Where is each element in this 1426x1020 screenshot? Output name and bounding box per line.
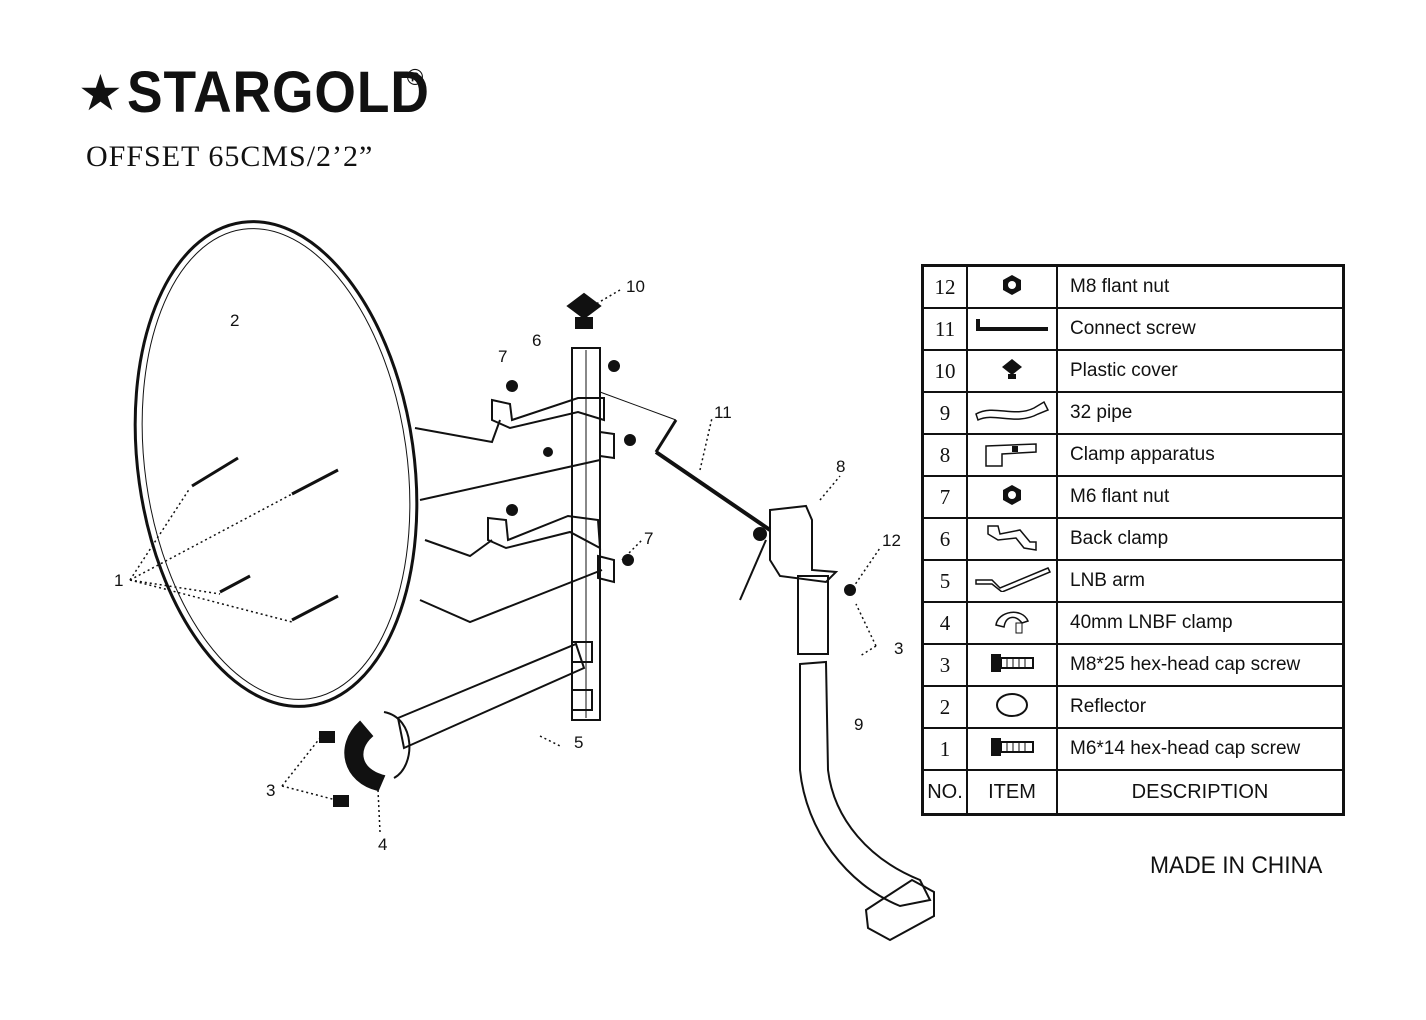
clamp-apparatus-icon <box>966 433 1058 477</box>
table-row: 7 M6 flant nut <box>921 475 1345 519</box>
part-number: 2 <box>921 685 968 729</box>
table-row: 10 Plastic cover <box>921 349 1345 393</box>
part-description: M8 flant nut <box>1056 264 1345 309</box>
callout-7b: 7 <box>644 529 653 548</box>
part-number: 6 <box>921 517 968 561</box>
table-row: 11 Connect screw <box>921 307 1345 351</box>
part-number: 8 <box>921 433 968 477</box>
brand-logo: ★ STARGOLD ® <box>78 64 456 122</box>
lnb-arm-icon <box>966 559 1058 603</box>
reflector-icon <box>966 685 1058 729</box>
part-number: 11 <box>921 307 968 351</box>
header-no: NO. <box>921 769 968 816</box>
part-number: 10 <box>921 349 968 393</box>
part-number: 9 <box>921 391 968 435</box>
table-row: 6 Back clamp <box>921 517 1345 561</box>
part-number: 1 <box>921 727 968 771</box>
callout-2: 2 <box>230 311 239 330</box>
back-clamp-lower <box>487 514 602 550</box>
part-number: 7 <box>921 475 968 519</box>
callout-11: 11 <box>714 403 732 422</box>
lnbf-clamp <box>344 720 386 792</box>
parts-table: 12 M8 flant nut 11 Connect screw 10 Plastic c… <box>921 264 1345 816</box>
callout-5: 5 <box>574 733 583 752</box>
hex-nut-icon <box>966 475 1058 519</box>
part-number: 4 <box>921 601 968 645</box>
reflector-screws <box>191 456 339 622</box>
made-in-label: MADE IN CHINA <box>1150 852 1323 879</box>
cap-screw-icon <box>966 727 1058 771</box>
lnb-arm <box>396 642 586 750</box>
connect-screw <box>654 450 772 532</box>
support-pipe <box>799 660 932 908</box>
callout-labels: 1 2 3 3 4 5 6 7 7 8 9 10 11 12 <box>114 277 903 854</box>
part-description: 40mm LNBF clamp <box>1056 601 1345 645</box>
part-description: 32 pipe <box>1056 391 1345 435</box>
brand-name: STARGOLD <box>126 60 430 125</box>
back-clamp-upper <box>491 397 605 430</box>
part-description: Connect screw <box>1056 307 1345 351</box>
part-description: Plastic cover <box>1056 349 1345 393</box>
table-row: 2 Reflector <box>921 685 1345 729</box>
part-number: 3 <box>921 643 968 687</box>
callout-6: 6 <box>532 331 541 350</box>
part-description: LNB arm <box>1056 559 1345 603</box>
table-row: 8 Clamp apparatus <box>921 433 1345 477</box>
lnbf-clamp-icon <box>966 601 1058 645</box>
table-row: 12 M8 flant nut <box>921 264 1345 309</box>
reflector-dish <box>133 220 419 708</box>
cap-screw-icon <box>966 643 1058 687</box>
part-number: 5 <box>921 559 968 603</box>
callout-9: 9 <box>854 715 863 734</box>
part-description: Clamp apparatus <box>1056 433 1345 477</box>
back-clamp-icon <box>966 517 1058 561</box>
part-number: 12 <box>921 264 968 309</box>
callout-8: 8 <box>836 457 845 476</box>
part-description: M8*25 hex-head cap screw <box>1056 643 1345 687</box>
table-row: 3 M8*25 hex-head cap screw <box>921 643 1345 687</box>
table-row: 5 LNB arm <box>921 559 1345 603</box>
part-description: Back clamp <box>1056 517 1345 561</box>
plastic-cover-icon <box>966 349 1058 393</box>
registered-mark: ® <box>404 66 426 91</box>
part-description: Reflector <box>1056 685 1345 729</box>
part-description: M6 flant nut <box>1056 475 1345 519</box>
header-description: DESCRIPTION <box>1056 769 1345 816</box>
model-title: OFFSET 65CMS/2’2” <box>86 140 374 173</box>
table-row: 9 32 pipe <box>921 391 1345 435</box>
connect-screw-icon <box>966 307 1058 351</box>
callout-1: 1 <box>114 571 123 590</box>
clamp-apparatus <box>769 504 839 584</box>
pipe-icon <box>966 391 1058 435</box>
callout-3b: 3 <box>894 639 903 658</box>
callout-10: 10 <box>626 277 645 296</box>
table-row: 1 M6*14 hex-head cap screw <box>921 727 1345 771</box>
callout-12: 12 <box>882 531 901 550</box>
part-description: M6*14 hex-head cap screw <box>1056 727 1345 771</box>
callout-3a: 3 <box>266 781 275 800</box>
callout-7a: 7 <box>498 347 507 366</box>
plastic-cover <box>566 292 602 320</box>
callout-4: 4 <box>378 835 387 854</box>
table-row: 4 40mm LNBF clamp <box>921 601 1345 645</box>
star-icon: ★ <box>78 64 123 122</box>
header-item: ITEM <box>966 769 1058 816</box>
table-header-row: NO. ITEM DESCRIPTION <box>921 769 1345 816</box>
hex-nut-icon <box>966 264 1058 309</box>
